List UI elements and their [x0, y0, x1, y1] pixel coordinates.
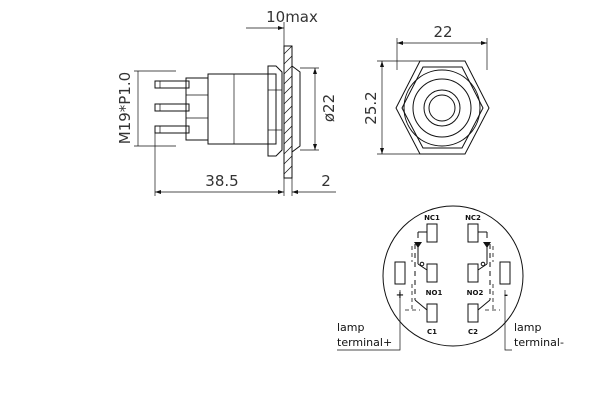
flange-label: 2 [321, 172, 331, 190]
diameter-label: ø22 [320, 94, 338, 122]
label-c1: C1 [427, 328, 437, 336]
label-nc1: NC1 [424, 214, 440, 222]
outer-ring [403, 69, 481, 147]
width-arrow-left [397, 41, 403, 45]
lamp-minus-note-line1: lamp [514, 321, 542, 334]
panel-hatching [283, 45, 293, 175]
length-arrow-left [155, 190, 161, 194]
switch-left-pivot [419, 261, 425, 267]
thread-spec-label: M19*P1.0 [116, 72, 134, 144]
threaded-body [207, 73, 277, 145]
terminal-no1 [426, 263, 438, 283]
diameter-arrow-top [313, 68, 317, 74]
hex-outline [395, 60, 490, 155]
terminal-nc1 [426, 223, 438, 243]
switch-right-arrow [483, 242, 491, 248]
width-arrow-right [481, 41, 487, 45]
label-nc2: NC2 [465, 214, 481, 222]
pin-middle [154, 103, 190, 112]
switch-right-common [477, 299, 491, 311]
terminal-pins [154, 80, 190, 134]
terminal-circle [382, 205, 524, 347]
leader-lamp-minus [504, 290, 512, 351]
maxdepth-label: 10max [266, 8, 318, 26]
lamp-plus-note-line1: lamp [337, 321, 365, 334]
switch-left [414, 231, 428, 311]
pin-top [154, 80, 190, 89]
terminal-c2 [467, 303, 479, 323]
length-label: 38.5 [205, 172, 238, 190]
maxdepth-arrow [278, 26, 284, 30]
front-view: 22 25.2 [362, 23, 490, 155]
mounting-panel [283, 45, 293, 179]
switch-left-blade [417, 263, 428, 271]
lamp-plus-note-line2: terminal+ [337, 336, 392, 349]
terminal-no2 [467, 263, 479, 283]
label-no1: NO1 [426, 289, 443, 297]
minus-sign: - [504, 290, 508, 301]
height-arrow-bottom [380, 148, 384, 154]
switch-left-arrow [414, 242, 422, 248]
front-flange [291, 65, 301, 153]
diameter-arrow-bottom [313, 144, 317, 150]
switch-left-common [414, 299, 428, 311]
switch-right-pivot [480, 261, 486, 267]
lamp-minus-note-line2: terminal- [514, 336, 564, 349]
width-label: 22 [433, 23, 452, 41]
lamp-terminal-plus [394, 261, 406, 285]
switch-right-blade [477, 263, 488, 271]
lamp-terminal-minus [499, 261, 511, 285]
terminal-c1 [426, 303, 438, 323]
button-face [428, 94, 456, 122]
pin-bottom [154, 125, 190, 134]
height-arrow-top [380, 61, 384, 67]
side-view: M19*P1.0 [116, 8, 338, 196]
bezel-ring [412, 78, 472, 138]
terminal-nc2 [467, 223, 479, 243]
terminal-diagram: NC1 NC2 NO1 NO2 C1 C2 + - [337, 205, 564, 351]
button-ring [423, 89, 461, 127]
length-arrow-right [278, 190, 284, 194]
hex-inner-outline [401, 66, 484, 149]
height-label: 25.2 [362, 91, 380, 124]
flange-arrow [292, 190, 298, 194]
label-c2: C2 [468, 328, 478, 336]
hex-nut [267, 65, 283, 157]
switch-right [477, 231, 491, 311]
label-no2: NO2 [467, 289, 484, 297]
leader-lamp-plus [337, 290, 401, 351]
